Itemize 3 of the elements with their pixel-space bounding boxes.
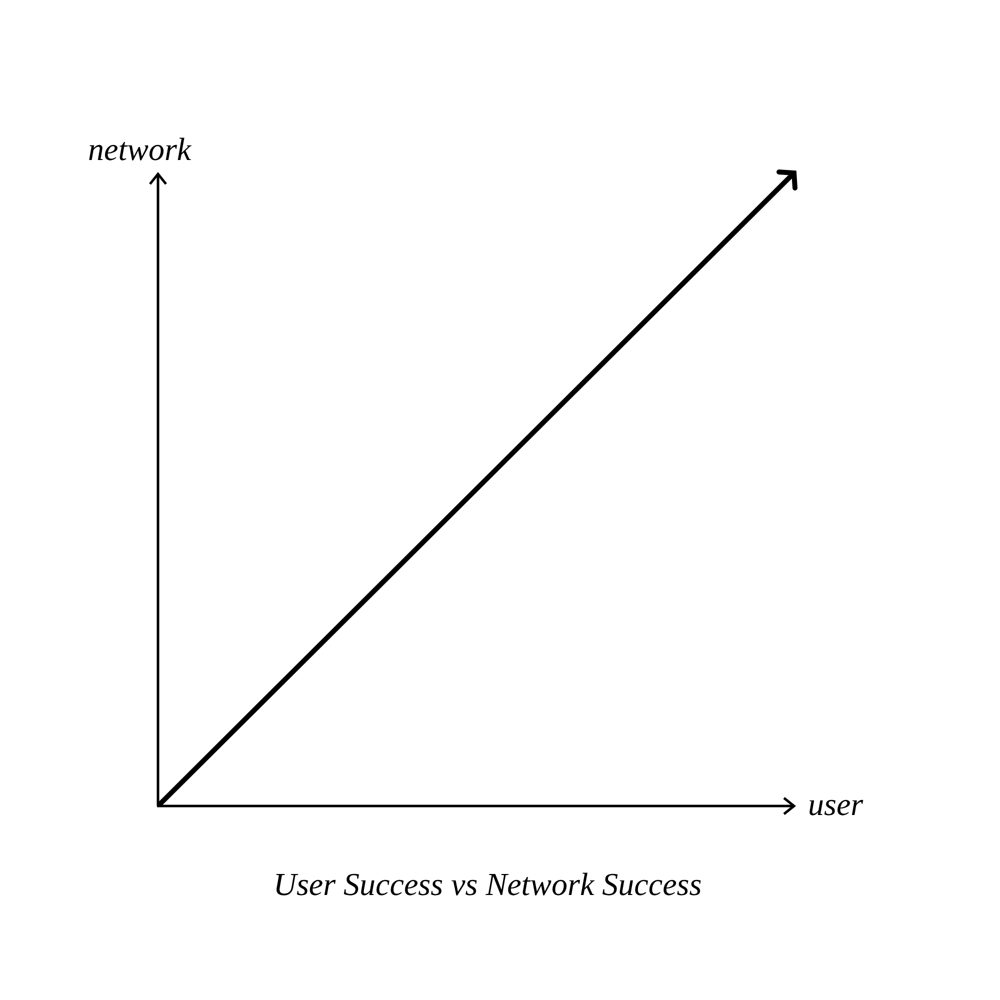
caption: User Success vs Network Success xyxy=(272,868,703,900)
axis-label: user xyxy=(808,788,864,820)
axis-label: network xyxy=(88,133,192,165)
